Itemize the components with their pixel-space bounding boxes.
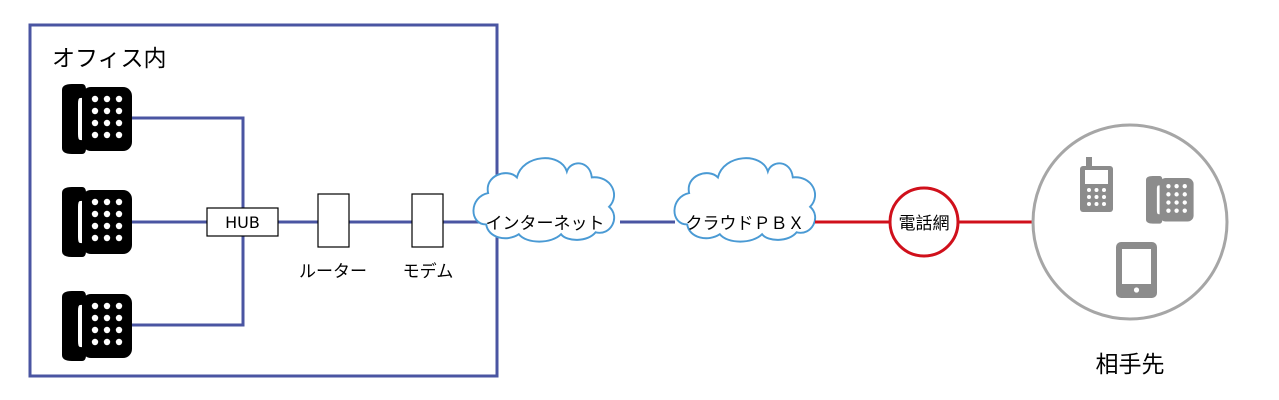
destination-label: 相手先 xyxy=(1096,352,1165,378)
hub-device: HUB xyxy=(206,207,279,237)
desk-phone-icon xyxy=(62,84,132,154)
hub-label: HUB xyxy=(225,213,260,232)
desk-phone-icon xyxy=(62,187,132,257)
internet-label: インターネット xyxy=(486,214,605,234)
tablet-icon xyxy=(1116,242,1157,298)
telephone-network-label: 電話網 xyxy=(899,214,950,234)
telephone-network-node xyxy=(888,186,960,258)
office-label: オフィス内 xyxy=(52,46,167,72)
feature-phone-icon xyxy=(1080,157,1113,212)
desk-phone-icon xyxy=(1146,176,1194,224)
pbx-label: クラウドＰＢＸ xyxy=(686,214,805,234)
router-label: ルーター xyxy=(299,262,367,282)
router-device xyxy=(317,193,350,248)
desk-phone-icon xyxy=(62,291,132,361)
modem-device xyxy=(411,193,444,248)
modem-label: モデム xyxy=(403,261,454,282)
